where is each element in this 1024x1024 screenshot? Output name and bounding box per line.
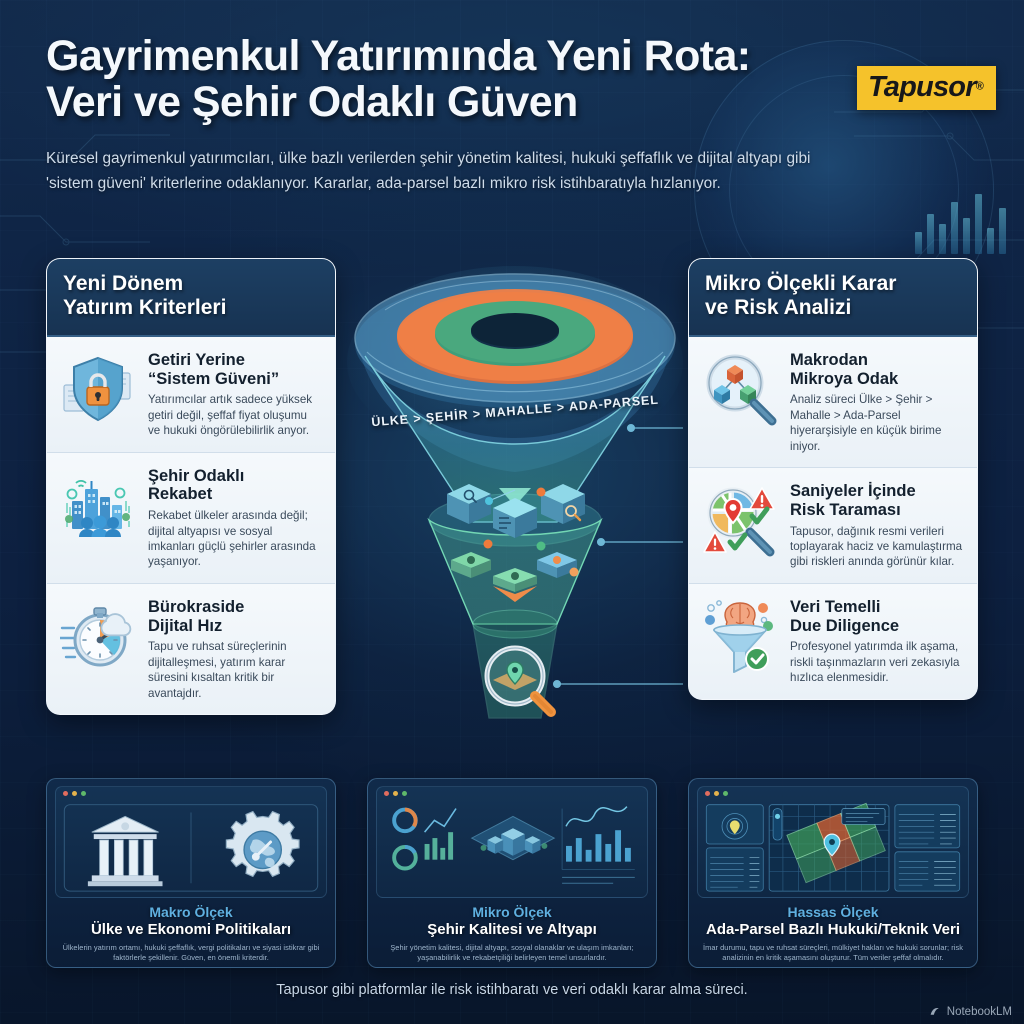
card-title-line1: Şehir Odaklı bbox=[148, 466, 245, 485]
card-body: Tapusor, dağınık resmi verileri toplayar… bbox=[790, 524, 963, 569]
window-minimize-dot[interactable] bbox=[72, 791, 77, 796]
card-text: Makrodan Mikroya Odak Analiz süreci Ülke… bbox=[790, 350, 963, 454]
card-title-line1: Saniyeler İçinde bbox=[790, 481, 916, 500]
card-text: Veri Temelli Due Diligence Profesyonel y… bbox=[790, 597, 963, 686]
card-body: Rekabet ülkeler arasında değil; dijital … bbox=[148, 509, 316, 569]
scale-panels: Makro Ölçek Ülke ve Ekonomi Politikaları… bbox=[0, 778, 1024, 973]
card-sehir-odakli-rekabet: Şehir Odaklı Rekabet Rekabet ülkeler ara… bbox=[47, 452, 335, 584]
main-columns: Yeni Dönem Yatırım Kriterleri bbox=[0, 258, 1024, 778]
scale-kicker: Makro Ölçek bbox=[149, 904, 233, 920]
card-text: Saniyeler İçinde Risk Taraması Tapusor, … bbox=[790, 481, 963, 570]
window-close-dot[interactable] bbox=[705, 791, 710, 796]
tapusor-logo: Tapusor® bbox=[856, 66, 996, 110]
card-text: Bürokraside Dijital Hız Tapu ve ruhsat s… bbox=[148, 597, 321, 701]
bank-and-globe-gear-icons bbox=[55, 786, 327, 898]
right-panel-header: Mikro Ölçekli Karar ve Risk Analizi bbox=[689, 259, 977, 337]
window-titlebar bbox=[698, 787, 968, 800]
window-close-dot[interactable] bbox=[384, 791, 389, 796]
scale-caption: Mikro Ölçek Şehir Kalitesi ve Altyapı Şe… bbox=[368, 898, 656, 963]
card-title-line2: Due Diligence bbox=[790, 616, 900, 635]
right-panel: Mikro Ölçekli Karar ve Risk Analizi bbox=[688, 258, 978, 700]
card-title-line2: Risk Taraması bbox=[790, 500, 901, 519]
window-maximize-dot[interactable] bbox=[402, 791, 407, 796]
data-layers-group bbox=[451, 552, 579, 602]
scale-kicker: Mikro Ölçek bbox=[472, 904, 552, 920]
funnel-connectors bbox=[552, 423, 683, 689]
title-line-1: Gayrimenkul Yatırımında Yeni Rota: bbox=[46, 32, 751, 80]
scale-name: Şehir Kalitesi ve Altyapı bbox=[427, 921, 597, 939]
logo-text: Tapusor bbox=[867, 71, 977, 103]
window-maximize-dot[interactable] bbox=[81, 791, 86, 796]
left-panel-heading-line2: Yatırım Kriterleri bbox=[63, 296, 227, 320]
notebooklm-icon bbox=[930, 1008, 939, 1015]
data-cube-group bbox=[447, 484, 585, 551]
window-close-dot[interactable] bbox=[63, 791, 68, 796]
card-burokraside-dijital-hiz: Bürokraside Dijital Hız Tapu ve ruhsat s… bbox=[47, 583, 335, 714]
card-title-line1: Veri Temelli bbox=[790, 597, 881, 616]
footer-text: Tapusor gibi platformlar ile risk istihb… bbox=[276, 982, 748, 998]
notebooklm-watermark: NotebookLM bbox=[929, 1005, 1012, 1018]
card-title-line2: Mikroya Odak bbox=[790, 369, 899, 388]
left-panel-heading-line1: Yeni Dönem bbox=[63, 272, 184, 295]
magnifier-map-risk-icon bbox=[701, 481, 779, 559]
scale-description: Ülkelerin yatırım ortamı, hukuki şeffafl… bbox=[62, 942, 320, 962]
card-body: Profesyonel yatırımda ilk aşama, riskli … bbox=[790, 640, 960, 685]
funnel-diagram: ÜLKE > ŞEHİR > MAHALLE > ADA-PARSEL bbox=[345, 252, 685, 772]
scale-caption: Hassas Ölçek Ada-Parsel Bazlı Hukuki/Tek… bbox=[689, 898, 977, 963]
scale-name: Ada-Parsel Bazlı Hukuki/Teknik Veri bbox=[706, 921, 960, 939]
card-title-line1: Makrodan bbox=[790, 350, 868, 369]
scale-panel-hassas: Hassas Ölçek Ada-Parsel Bazlı Hukuki/Tek… bbox=[688, 778, 978, 968]
card-saniyeler-icinde-risk-taramasi: Saniyeler İçinde Risk Taraması Tapusor, … bbox=[689, 467, 977, 584]
right-panel-heading-line1: Mikro Ölçekli Karar bbox=[705, 272, 897, 295]
subtitle: Küresel gayrimenkul yatırımcıları, ülke … bbox=[46, 150, 811, 192]
window-titlebar bbox=[56, 787, 326, 800]
right-panel-heading-line2: ve Risk Analizi bbox=[705, 296, 852, 320]
scale-description: İmar durumu, tapu ve ruhsat süreçleri, m… bbox=[703, 942, 963, 962]
header: Gayrimenkul Yatırımında Yeni Rota: Veri … bbox=[46, 32, 986, 196]
scale-kicker: Hassas Ölçek bbox=[787, 904, 879, 920]
funnel-graphic bbox=[347, 266, 683, 719]
brain-funnel-icon bbox=[701, 597, 779, 675]
window-minimize-dot[interactable] bbox=[393, 791, 398, 796]
scale-caption: Makro Ölçek Ülke ve Ekonomi Politikaları… bbox=[47, 898, 335, 963]
card-sistem-guveni: Getiri Yerine “Sistem Güveni” Yatırımcıl… bbox=[47, 336, 335, 453]
card-text: Şehir Odaklı Rekabet Rekabet ülkeler ara… bbox=[148, 466, 321, 570]
magnifier-cubes-icon bbox=[701, 350, 779, 428]
scale-name: Ülke ve Ekonomi Politikaları bbox=[90, 921, 292, 939]
card-veri-temelli-due-diligence: Veri Temelli Due Diligence Profesyonel y… bbox=[689, 583, 977, 699]
scale-panel-mikro: Mikro Ölçek Şehir Kalitesi ve Altyapı Şe… bbox=[367, 778, 657, 968]
scale-panel-makro: Makro Ölçek Ülke ve Ekonomi Politikaları… bbox=[46, 778, 336, 968]
card-title-line1: Bürokraside bbox=[148, 597, 245, 616]
card-body: Yatırımcılar artık sadece yüksek getiri … bbox=[148, 393, 313, 438]
card-title-line2: Dijital Hız bbox=[148, 616, 223, 635]
magnifier-parcel-icon bbox=[484, 645, 556, 717]
page-title: Gayrimenkul Yatırımında Yeni Rota: Veri … bbox=[46, 32, 766, 126]
stopwatch-cloud-icon bbox=[59, 597, 137, 675]
city-dashboard-charts bbox=[376, 786, 648, 898]
title-line-2: Veri ve Şehir Odaklı Güven bbox=[46, 77, 578, 126]
window-maximize-dot[interactable] bbox=[723, 791, 728, 796]
card-title-line1: Getiri Yerine bbox=[148, 350, 245, 369]
card-title-line2: Rekabet bbox=[148, 485, 213, 504]
parcel-map-dashboard bbox=[697, 786, 969, 898]
window-minimize-dot[interactable] bbox=[714, 791, 719, 796]
smart-city-icon bbox=[59, 466, 137, 544]
scale-description: Şehir yönetim kalitesi, dijital altyapı,… bbox=[390, 942, 634, 962]
card-title-line2: “Sistem Güveni” bbox=[148, 369, 280, 388]
bar-chart-decor bbox=[915, 190, 1006, 254]
shield-lock-icon bbox=[59, 350, 137, 428]
left-panel: Yeni Dönem Yatırım Kriterleri bbox=[46, 258, 336, 715]
window-titlebar bbox=[377, 787, 647, 800]
left-panel-header: Yeni Dönem Yatırım Kriterleri bbox=[47, 259, 335, 337]
card-body: Tapu ve ruhsat süreçlerinin dijitalleşme… bbox=[148, 640, 287, 700]
registered-mark: ® bbox=[975, 80, 984, 93]
card-makrodan-mikroya-odak: Makrodan Mikroya Odak Analiz süreci Ülke… bbox=[689, 336, 977, 468]
card-text: Getiri Yerine “Sistem Güveni” Yatırımcıl… bbox=[148, 350, 321, 439]
watermark-label: NotebookLM bbox=[946, 1005, 1012, 1018]
card-body: Analiz süreci Ülke > Şehir > Mahalle > A… bbox=[790, 393, 942, 453]
